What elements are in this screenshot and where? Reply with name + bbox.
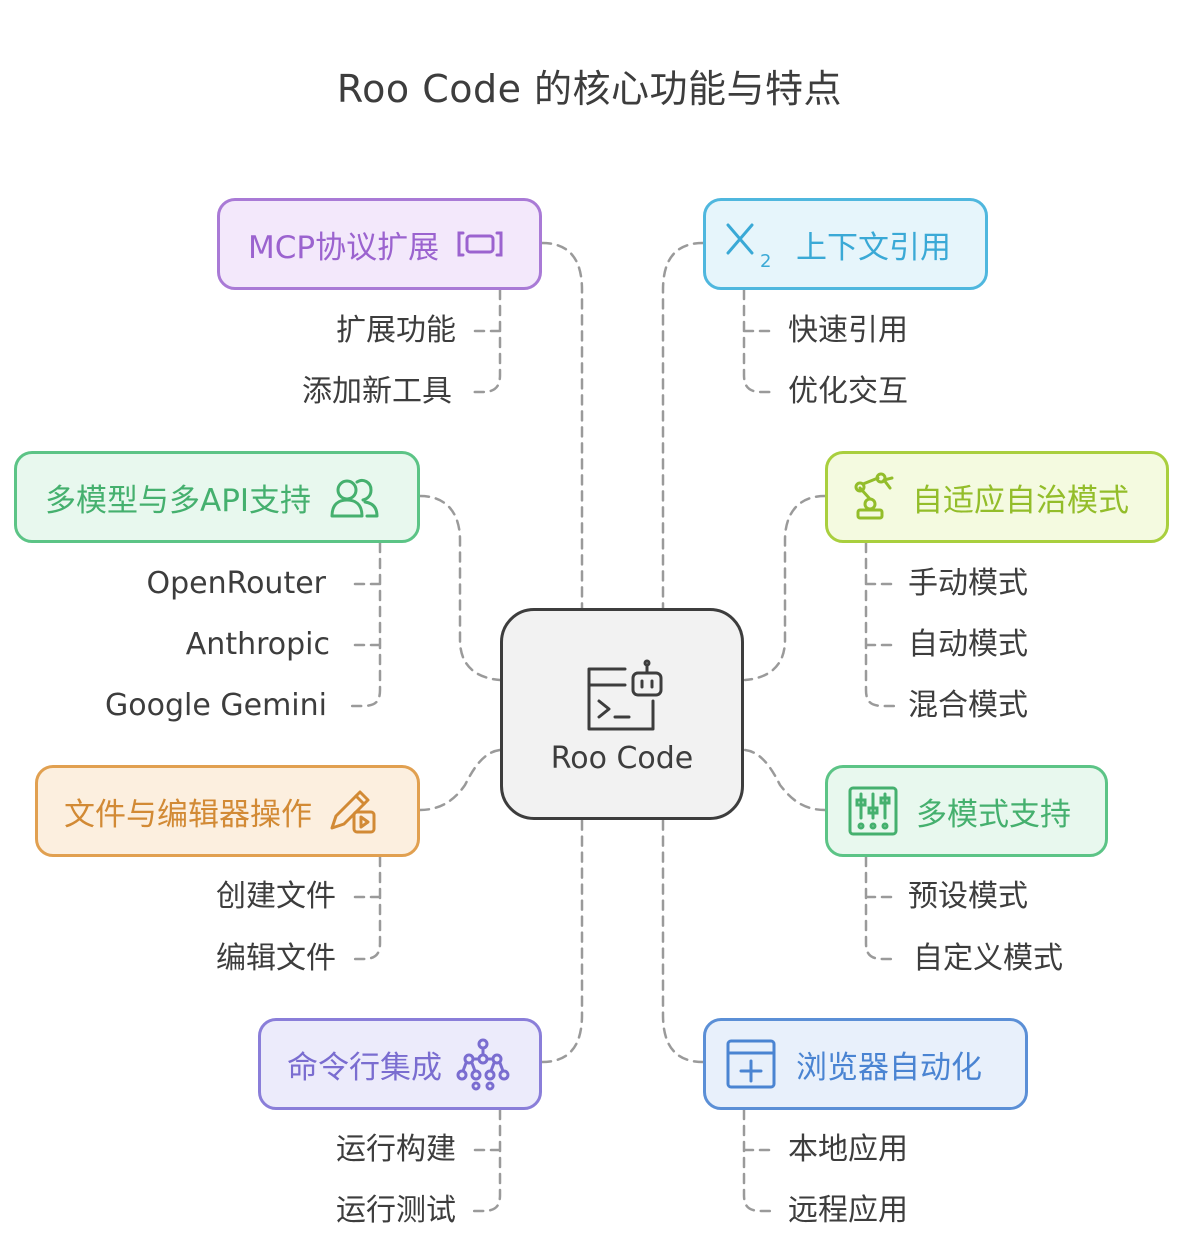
node-cli: 命令行集成 — [258, 1018, 542, 1110]
connector-context-items — [742, 288, 776, 394]
node-autonomy-label: 自适应自治模式 — [912, 482, 1129, 519]
connector-center-mcp — [540, 241, 584, 610]
connector-center-browser — [661, 818, 705, 1064]
sliders-icon — [846, 784, 900, 838]
cli-item-2: 运行测试 — [336, 1193, 456, 1228]
network-icon — [456, 1037, 510, 1091]
node-mcp-label: MCP协议扩展 — [248, 229, 440, 266]
browser-add-icon — [724, 1037, 778, 1091]
connector-center-context — [661, 241, 705, 610]
connector-files-items — [348, 855, 382, 961]
autonomy-item-2: 自动模式 — [908, 627, 1028, 662]
models-item-3: Google Gemini — [105, 688, 327, 723]
node-models: 多模型与多API支持 — [14, 451, 420, 543]
robot-arm-icon — [844, 470, 898, 524]
connector-center-models — [418, 494, 502, 682]
cli-item-1: 运行构建 — [336, 1132, 456, 1167]
connector-center-modes — [743, 748, 827, 812]
models-item-2: Anthropic — [185, 627, 330, 662]
node-context-label: 上下文引用 — [796, 229, 951, 266]
modes-item-1: 预设模式 — [908, 879, 1028, 914]
mcp-item-1: 扩展功能 — [336, 313, 456, 348]
context-item-1: 快速引用 — [788, 313, 908, 348]
connector-center-files — [418, 748, 502, 812]
node-modes-label: 多模式支持 — [916, 796, 1071, 833]
node-context: 2 上下文引用 — [703, 198, 988, 290]
browser-item-2: 远程应用 — [788, 1193, 908, 1228]
node-files-label: 文件与编辑器操作 — [64, 796, 312, 833]
node-cli-label: 命令行集成 — [287, 1049, 442, 1086]
center-label: Roo Code — [550, 741, 694, 776]
mcp-item-2: 添加新工具 — [302, 374, 452, 409]
connector-autonomy-items — [864, 541, 898, 708]
modes-item-2: 自定义模式 — [913, 941, 1063, 976]
connector-center-cli — [540, 818, 584, 1064]
terminal-robot-icon — [581, 651, 669, 739]
connector-modes-items — [864, 855, 898, 961]
node-autonomy: 自适应自治模式 — [825, 451, 1169, 543]
center-node: Roo Code — [500, 608, 744, 820]
context-item-2: 优化交互 — [788, 374, 908, 409]
connector-mcp-items — [468, 288, 502, 394]
node-browser: 浏览器自动化 — [703, 1018, 1028, 1110]
models-item-1: OpenRouter — [146, 566, 326, 601]
node-files: 文件与编辑器操作 — [35, 765, 420, 857]
users-icon — [327, 470, 381, 524]
connector-browser-items — [742, 1108, 776, 1213]
subscript-icon: 2 — [722, 217, 776, 271]
connector-cli-items — [468, 1108, 502, 1213]
autonomy-item-1: 手动模式 — [908, 566, 1028, 601]
node-models-label: 多模型与多API支持 — [45, 482, 312, 519]
browser-item-1: 本地应用 — [788, 1132, 908, 1167]
diagram-title: Roo Code 的核心功能与特点 — [336, 67, 843, 111]
node-browser-label: 浏览器自动化 — [796, 1049, 982, 1086]
frame-icon — [453, 217, 507, 271]
node-modes: 多模式支持 — [825, 765, 1108, 857]
files-item-2: 编辑文件 — [216, 941, 336, 976]
autonomy-item-3: 混合模式 — [908, 688, 1028, 723]
connector-center-autonomy — [743, 494, 827, 682]
connector-models-items — [348, 541, 382, 708]
file-edit-icon — [326, 784, 380, 838]
svg-text:2: 2 — [760, 251, 771, 271]
node-mcp: MCP协议扩展 — [217, 198, 542, 290]
files-item-1: 创建文件 — [216, 879, 336, 914]
